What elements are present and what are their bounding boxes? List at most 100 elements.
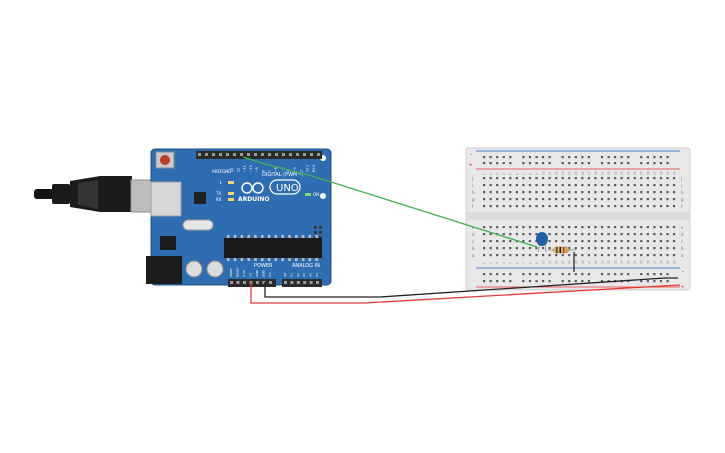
- breadboard-hole[interactable]: [535, 205, 538, 208]
- breadboard-hole[interactable]: [620, 177, 623, 180]
- breadboard-hole[interactable]: [574, 240, 577, 243]
- breadboard-hole[interactable]: [659, 177, 663, 180]
- power-wire[interactable]: [250, 282, 681, 304]
- rail-hole[interactable]: [548, 156, 551, 159]
- breadboard-hole[interactable]: [489, 184, 492, 187]
- breadboard-hole[interactable]: [672, 254, 676, 257]
- breadboard-hole[interactable]: [561, 184, 564, 187]
- breadboard-hole[interactable]: [515, 198, 518, 201]
- breadboard-hole[interactable]: [600, 247, 604, 250]
- led-component[interactable]: [536, 232, 548, 253]
- rail-hole[interactable]: [496, 162, 499, 165]
- breadboard-hole[interactable]: [483, 205, 486, 208]
- header-hole[interactable]: [240, 153, 243, 156]
- header-hole[interactable]: [256, 281, 259, 284]
- rail-hole[interactable]: [502, 162, 505, 165]
- breadboard-hole[interactable]: [594, 191, 597, 194]
- breadboard-hole[interactable]: [502, 198, 505, 201]
- breadboard-hole[interactable]: [659, 184, 663, 187]
- breadboard-hole[interactable]: [522, 198, 525, 201]
- rail-hole[interactable]: [666, 280, 669, 283]
- breadboard-hole[interactable]: [620, 233, 623, 236]
- breadboard-hole[interactable]: [646, 226, 649, 229]
- breadboard-hole[interactable]: [555, 205, 558, 208]
- breadboard-hole[interactable]: [522, 177, 525, 180]
- rail-hole[interactable]: [535, 280, 538, 283]
- rail-hole[interactable]: [561, 162, 564, 165]
- rail-hole[interactable]: [548, 273, 551, 276]
- breadboard-hole[interactable]: [581, 177, 584, 180]
- breadboard-hole[interactable]: [607, 205, 610, 208]
- header-hole[interactable]: [262, 281, 266, 284]
- breadboard-hole[interactable]: [515, 247, 518, 250]
- breadboard-hole[interactable]: [561, 240, 564, 243]
- breadboard-hole[interactable]: [640, 254, 643, 257]
- breadboard-hole[interactable]: [568, 247, 571, 250]
- breadboard-hole[interactable]: [509, 205, 512, 208]
- breadboard-hole[interactable]: [515, 226, 518, 229]
- breadboard-hole[interactable]: [581, 240, 584, 243]
- breadboard-hole[interactable]: [496, 184, 499, 187]
- breadboard-hole[interactable]: [502, 233, 505, 236]
- breadboard-hole[interactable]: [502, 205, 505, 208]
- rail-hole[interactable]: [541, 273, 545, 276]
- breadboard-hole[interactable]: [509, 198, 512, 201]
- header-hole[interactable]: [261, 153, 264, 156]
- breadboard-hole[interactable]: [489, 205, 492, 208]
- rail-hole[interactable]: [502, 280, 505, 283]
- rail-hole[interactable]: [587, 162, 590, 165]
- header-hole[interactable]: [233, 153, 236, 156]
- breadboard-hole[interactable]: [607, 247, 610, 250]
- breadboard-hole[interactable]: [659, 247, 663, 250]
- breadboard-hole[interactable]: [535, 198, 538, 201]
- rail-hole[interactable]: [541, 162, 545, 165]
- breadboard-hole[interactable]: [515, 254, 518, 257]
- rail-hole[interactable]: [496, 273, 499, 276]
- rail-hole[interactable]: [528, 273, 532, 276]
- breadboard-hole[interactable]: [561, 198, 564, 201]
- header-hole[interactable]: [275, 153, 278, 156]
- rail-hole[interactable]: [489, 280, 492, 283]
- breadboard-hole[interactable]: [587, 247, 590, 250]
- rail-hole[interactable]: [666, 162, 669, 165]
- breadboard-hole[interactable]: [555, 254, 558, 257]
- breadboard-hole[interactable]: [522, 233, 525, 236]
- breadboard-hole[interactable]: [587, 240, 590, 243]
- rail-hole[interactable]: [528, 280, 532, 283]
- breadboard-hole[interactable]: [522, 184, 525, 187]
- breadboard-hole[interactable]: [509, 177, 512, 180]
- breadboard-hole[interactable]: [659, 226, 663, 229]
- breadboard-hole[interactable]: [496, 177, 499, 180]
- breadboard-hole[interactable]: [483, 191, 486, 194]
- breadboard-hole[interactable]: [594, 177, 597, 180]
- breadboard-hole[interactable]: [555, 198, 558, 201]
- breadboard-hole[interactable]: [483, 254, 486, 257]
- breadboard-hole[interactable]: [509, 226, 512, 229]
- breadboard-hole[interactable]: [672, 198, 676, 201]
- breadboard-hole[interactable]: [548, 191, 551, 194]
- rail-hole[interactable]: [574, 162, 577, 165]
- breadboard-hole[interactable]: [627, 184, 630, 187]
- breadboard-hole[interactable]: [640, 247, 643, 250]
- breadboard-hole[interactable]: [666, 254, 669, 257]
- rail-hole[interactable]: [535, 273, 538, 276]
- breadboard-hole[interactable]: [548, 226, 551, 229]
- breadboard-hole[interactable]: [600, 205, 604, 208]
- breadboard-hole[interactable]: [607, 198, 610, 201]
- breadboard-hole[interactable]: [509, 233, 512, 236]
- breadboard-hole[interactable]: [541, 254, 545, 257]
- breadboard-hole[interactable]: [594, 198, 597, 201]
- breadboard-hole[interactable]: [483, 226, 486, 229]
- breadboard-hole[interactable]: [659, 198, 663, 201]
- breadboard-hole[interactable]: [489, 254, 492, 257]
- breadboard-hole[interactable]: [653, 191, 656, 194]
- breadboard-hole[interactable]: [640, 233, 643, 236]
- breadboard-hole[interactable]: [614, 254, 617, 257]
- breadboard-hole[interactable]: [502, 247, 505, 250]
- breadboard-hole[interactable]: [672, 233, 676, 236]
- breadboard-hole[interactable]: [528, 247, 532, 250]
- rail-hole[interactable]: [502, 156, 505, 159]
- breadboard-hole[interactable]: [646, 254, 649, 257]
- breadboard-hole[interactable]: [594, 226, 597, 229]
- breadboard-hole[interactable]: [587, 184, 590, 187]
